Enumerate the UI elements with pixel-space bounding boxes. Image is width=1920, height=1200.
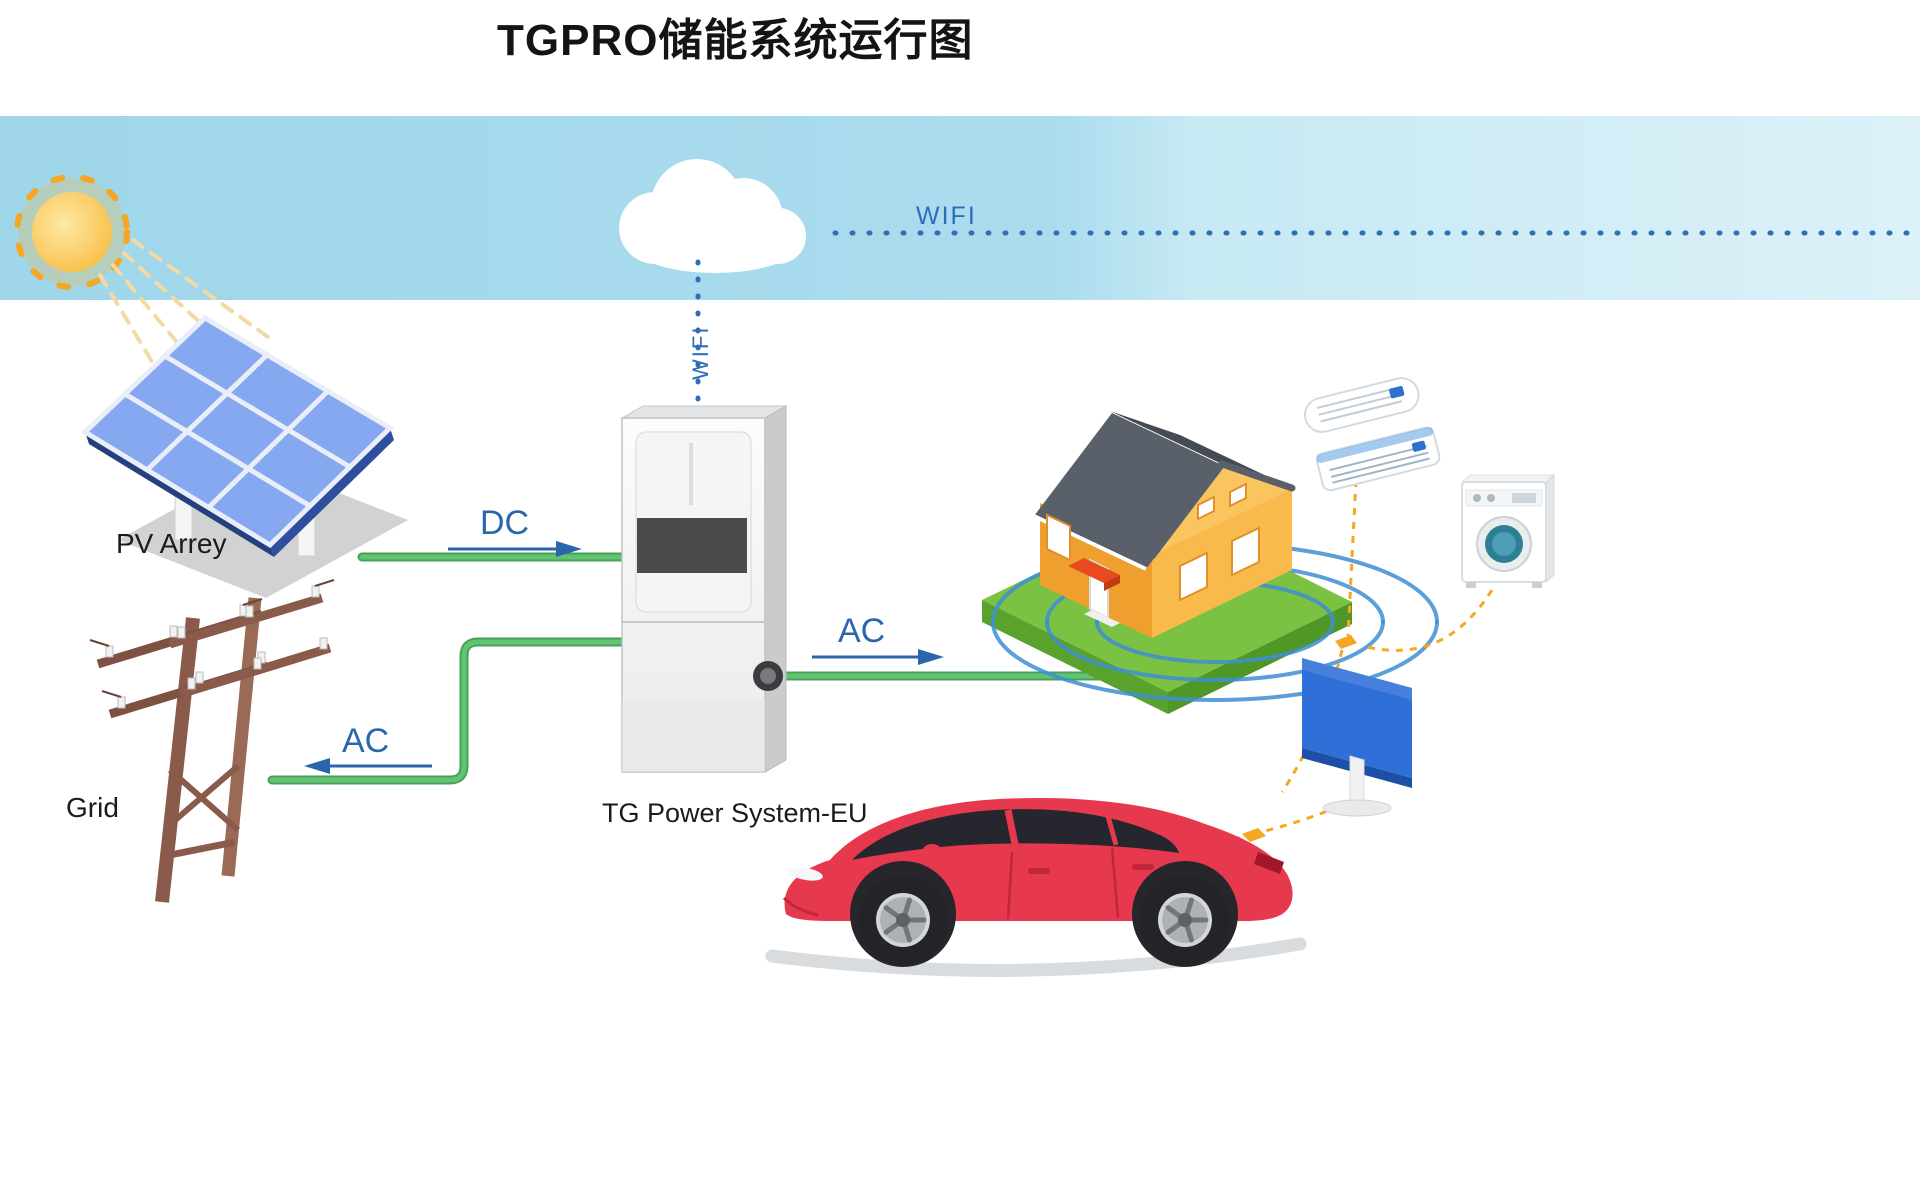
wifi-ripples-front xyxy=(991,620,1439,702)
sun-icon xyxy=(14,174,270,402)
ac-house-flow-label: AC xyxy=(838,612,886,650)
car-headlight xyxy=(789,867,823,881)
ac-grid-cable xyxy=(267,637,635,785)
washing-machine-icon xyxy=(1460,473,1556,588)
house-awning xyxy=(1068,558,1120,583)
utility-pole-icon xyxy=(89,579,335,903)
air-conditioner-icon xyxy=(1303,377,1441,492)
pole-insulators xyxy=(105,585,328,709)
grid-label: Grid xyxy=(66,792,119,823)
house-icon xyxy=(1033,411,1296,638)
house-windows xyxy=(1046,482,1260,602)
dc-flow-label: DC xyxy=(480,504,530,542)
inverter-label: TG Power System-EU xyxy=(602,798,868,828)
link-node xyxy=(1335,635,1357,649)
pole-wire-stubs xyxy=(89,579,335,698)
appliance-link-dashed-lines xyxy=(1167,479,1494,850)
ev-car-icon xyxy=(765,797,1307,977)
ac-grid-cable-core xyxy=(269,639,633,783)
pv-array-label: PV Arrey xyxy=(116,528,227,559)
link-node xyxy=(1242,828,1266,842)
cloud-icon xyxy=(619,159,806,273)
solar-cell-grid xyxy=(123,353,352,510)
solar-panel-icon xyxy=(80,314,408,598)
car-taillight xyxy=(1254,852,1284,874)
ac-grid-flow-label: AC xyxy=(342,722,390,760)
tv-icon xyxy=(1302,658,1412,817)
wifi-link-label: WIFI xyxy=(916,202,977,230)
ac-house-arrow xyxy=(812,649,944,665)
ac-grid-arrow xyxy=(304,758,432,774)
car-shadow xyxy=(765,937,1307,977)
sky-band xyxy=(0,116,1920,300)
page-title: TGPRO储能系统运行图 xyxy=(497,16,974,65)
wifi-drop-label: WIFI xyxy=(688,325,713,380)
inverter-cabinet-icon xyxy=(620,405,788,773)
dc-arrow xyxy=(448,541,582,557)
